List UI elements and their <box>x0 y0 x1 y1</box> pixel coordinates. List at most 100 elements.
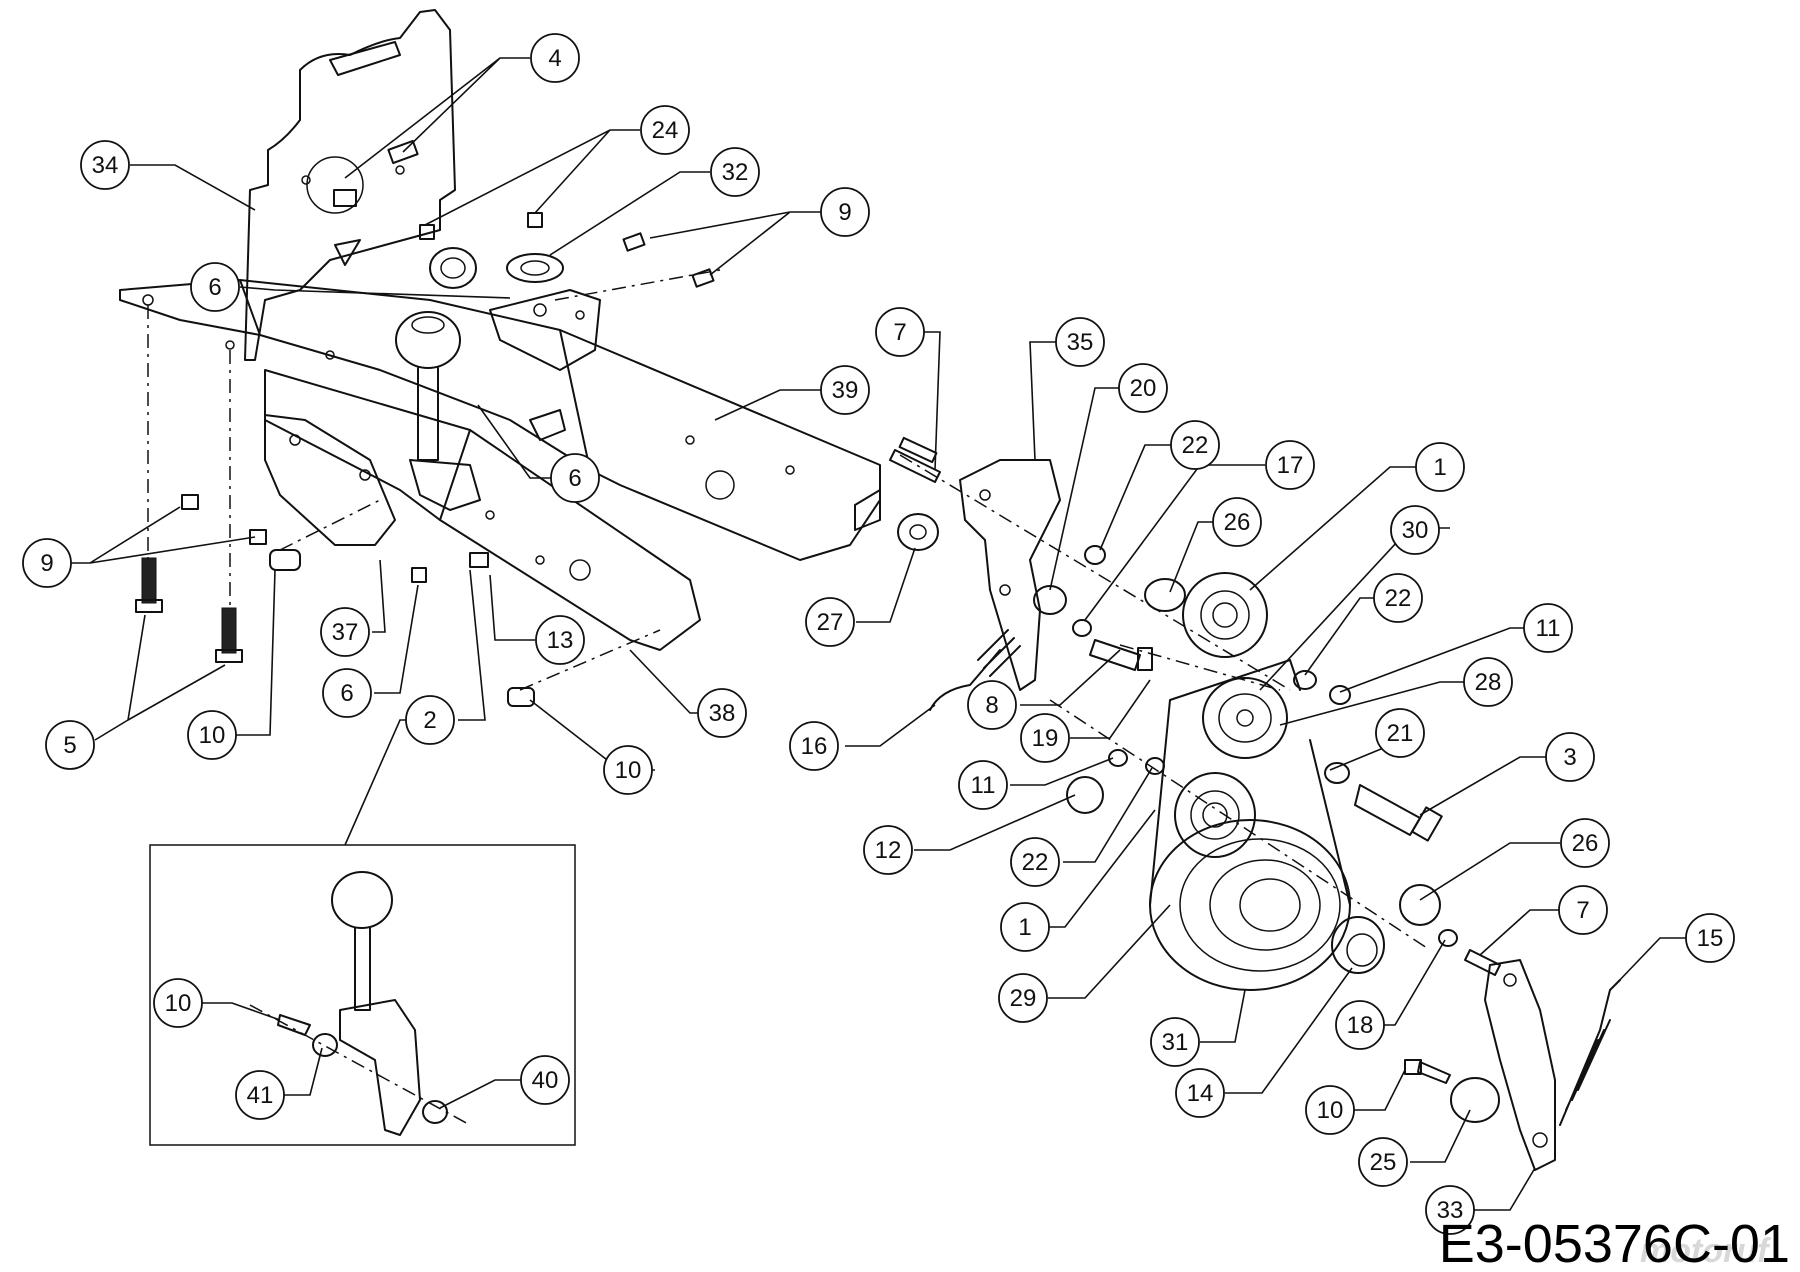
callout-label: 11 <box>1536 615 1561 642</box>
callout-c28: 28 <box>1463 657 1513 707</box>
callout-label: 9 <box>838 199 851 226</box>
callout-circle <box>45 720 95 770</box>
callout-label: 1 <box>1433 454 1446 481</box>
callout-label: 22 <box>1385 585 1412 612</box>
callout-label: 10 <box>1317 1097 1344 1124</box>
callout-circle <box>535 615 585 665</box>
callout-label: 22 <box>1182 432 1209 459</box>
callout-c24: 24 <box>640 105 690 155</box>
callout-label: 21 <box>1387 720 1414 747</box>
bracket-32 <box>489 289 601 371</box>
callout-c6b: 6 <box>550 453 600 503</box>
pulley-stack <box>1144 572 1288 858</box>
nut-14 <box>1331 916 1385 974</box>
callout-circle <box>190 262 240 312</box>
callout-c35: 35 <box>1055 317 1105 367</box>
callout-label: 28 <box>1475 669 1502 696</box>
callout-circle <box>235 1070 285 1120</box>
callout-label: 34 <box>92 152 119 179</box>
callout-c9a: 9 <box>820 187 870 237</box>
callout-c16: 16 <box>789 721 839 771</box>
callout-label: 8 <box>985 692 998 719</box>
callout-circle <box>958 760 1008 810</box>
callout-circle <box>1055 317 1105 367</box>
callout-c3: 3 <box>1545 732 1595 782</box>
callout-circle <box>153 978 203 1028</box>
callout-circle <box>1558 885 1608 935</box>
callout-circle <box>1375 708 1425 758</box>
callout-circle <box>550 453 600 503</box>
callout-c33: 33 <box>1425 1185 1475 1235</box>
callout-label: 18 <box>1347 1012 1374 1039</box>
callout-c22a: 22 <box>1170 420 1220 470</box>
callout-circle <box>1305 1085 1355 1135</box>
callout-circle <box>1170 420 1220 470</box>
callout-c6a: 6 <box>190 262 240 312</box>
callout-label: 20 <box>1130 375 1157 402</box>
callout-c38: 38 <box>697 688 747 738</box>
callout-label: 25 <box>1370 1149 1397 1176</box>
callout-circle <box>603 745 653 795</box>
callout-c8: 8 <box>967 680 1017 730</box>
callout-c26b: 26 <box>1560 818 1610 868</box>
callout-circle <box>697 688 747 738</box>
callout-label: 24 <box>652 117 679 144</box>
callout-circle <box>1545 732 1595 782</box>
main-pulley-31 <box>1149 659 1351 991</box>
callout-label: 30 <box>1402 517 1429 544</box>
callout-label: 29 <box>1010 985 1037 1012</box>
idler-arm-35 <box>959 459 1061 691</box>
plate-37 <box>264 414 396 546</box>
callout-label: 19 <box>1032 725 1059 752</box>
callout-circle <box>1523 603 1573 653</box>
callout-circle <box>820 365 870 415</box>
callout-c25: 25 <box>1358 1137 1408 1187</box>
callout-circle <box>863 825 913 875</box>
callout-circle <box>187 710 237 760</box>
callout-c39: 39 <box>820 365 870 415</box>
callout-label: 10 <box>615 757 642 784</box>
callout-c7b: 7 <box>1558 885 1608 935</box>
bolts <box>181 139 715 707</box>
leader-lines <box>50 57 1710 1211</box>
watermark-logo: motoruf <box>1640 1232 1772 1270</box>
idler-arm-33 <box>1464 949 1556 1171</box>
callout-circle <box>1000 902 1050 952</box>
washers-upper <box>898 436 1106 637</box>
callout-circle <box>1463 657 1513 707</box>
callout-circle <box>875 307 925 357</box>
part-drawings <box>119 9 1621 1171</box>
center-lines <box>147 269 1431 951</box>
callout-c29: 29 <box>998 973 1048 1023</box>
callout-c10b: 10 <box>603 745 653 795</box>
callout-c1b: 1 <box>1000 902 1050 952</box>
callout-label: 41 <box>247 1082 274 1109</box>
callout-label: 26 <box>1224 509 1251 536</box>
inset-detail <box>149 844 576 1146</box>
callout-label: 38 <box>709 700 736 727</box>
callout-c40: 40 <box>520 1055 570 1105</box>
callout-label: 26 <box>1572 830 1599 857</box>
bushing-27 <box>897 513 939 551</box>
callout-circle <box>1415 442 1465 492</box>
drawing-code: E3-05376C-01 <box>1439 1214 1790 1272</box>
callout-label: 17 <box>1277 452 1304 479</box>
callout-circle <box>1358 1137 1408 1187</box>
callout-c7a: 7 <box>875 307 925 357</box>
callout-circle <box>1010 837 1060 887</box>
idler-bearing-24 <box>429 247 477 289</box>
spring-15 <box>1559 979 1621 1126</box>
callout-c11a: 11 <box>1523 603 1573 653</box>
callout-label: 27 <box>817 609 844 636</box>
callout-label: 7 <box>893 319 906 346</box>
callout-label: 10 <box>199 722 226 749</box>
callout-label: 5 <box>63 732 76 759</box>
callout-circle <box>530 33 580 83</box>
callout-c6c: 6 <box>322 668 372 718</box>
callout-c18: 18 <box>1335 1000 1385 1050</box>
washers-right <box>1066 670 1500 1123</box>
callout-label: 6 <box>568 465 581 492</box>
callout-circle <box>789 721 839 771</box>
callout-c10a: 10 <box>187 710 237 760</box>
